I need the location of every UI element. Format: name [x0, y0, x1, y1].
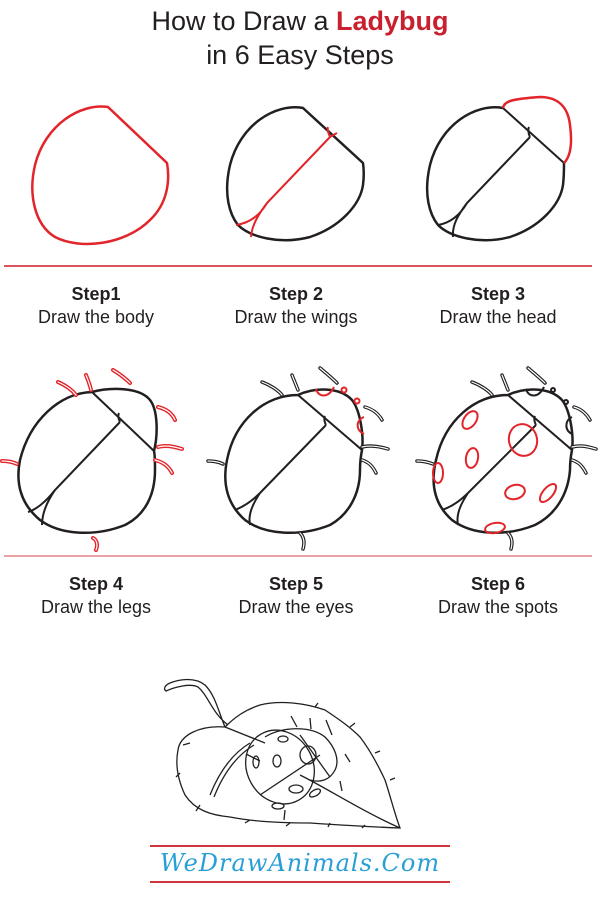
final-ladybug-on-leaf-illustration — [163, 678, 401, 829]
title-prefix: How to Draw a — [151, 6, 337, 36]
step-2-caption: Step 2 Draw the wings — [196, 283, 396, 329]
step-3-number: Step 3 — [470, 284, 526, 304]
step-4-caption: Step 4 Draw the legs — [0, 573, 196, 619]
page-title: How to Draw a Ladybug in 6 Easy Steps — [0, 4, 600, 72]
step-6-description: Draw the spots — [437, 597, 559, 617]
step-4-drawing — [0, 368, 184, 552]
step-3-drawing — [425, 95, 573, 242]
divider-bottom — [4, 555, 592, 557]
title-line-1: How to Draw a Ladybug — [0, 4, 600, 38]
step-3-caption: Step 3 Draw the head — [398, 283, 598, 329]
brand-logo-text: WeDrawAnimals.Com — [159, 849, 441, 877]
step-1-description: Draw the body — [37, 307, 155, 327]
step-2-description: Draw the wings — [234, 307, 358, 327]
step-4-description: Draw the legs — [40, 597, 152, 617]
title-accent: Ladybug — [336, 6, 449, 36]
step-1-number: Step1 — [71, 284, 121, 304]
title-line-2: in 6 Easy Steps — [206, 40, 394, 70]
step-4-number: Step 4 — [68, 574, 124, 594]
step-5-number: Step 5 — [268, 574, 324, 594]
step-6-number: Step 6 — [470, 574, 526, 594]
step-2-number: Step 2 — [268, 284, 324, 304]
step-5-drawing — [206, 366, 390, 551]
step-2-drawing — [225, 106, 365, 242]
step-6-caption: Step 6 Draw the spots — [398, 573, 598, 619]
step-5-description: Draw the eyes — [238, 597, 354, 617]
step-1-drawing — [31, 105, 170, 246]
step-1-caption: Step1 Draw the body — [0, 283, 196, 329]
divider-top — [4, 265, 592, 267]
brand-rule-bottom — [150, 881, 450, 883]
brand-rule-top — [150, 845, 450, 847]
step-5-caption: Step 5 Draw the eyes — [196, 573, 396, 619]
step-3-description: Draw the head — [439, 307, 557, 327]
step-6-drawing — [415, 366, 598, 551]
footer-brand[interactable]: WeDrawAnimals.Com — [150, 843, 450, 883]
